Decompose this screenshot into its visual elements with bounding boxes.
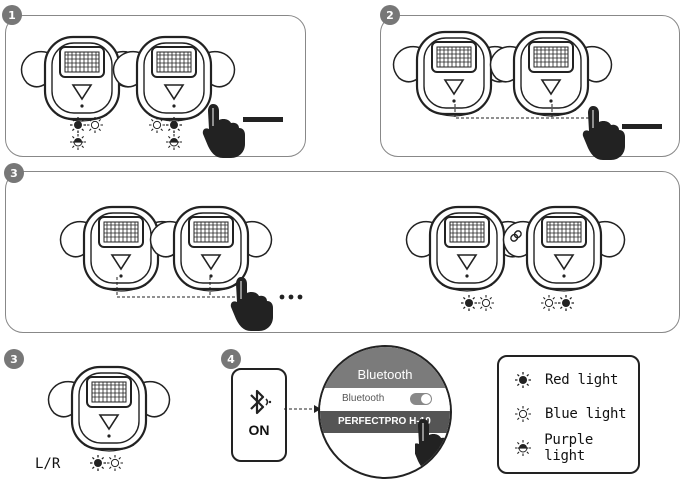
step2-badge: 2 <box>380 5 400 25</box>
bluetooth-menu-header: Bluetooth <box>320 347 450 388</box>
blue-light-icon <box>540 294 558 312</box>
ellipsis-dot <box>279 294 285 300</box>
step3b-badge: 3 <box>4 349 24 369</box>
step1-badge: 1 <box>2 5 22 25</box>
bluetooth-setting-label: Bluetooth <box>342 393 385 404</box>
blue-light-icon <box>106 454 124 472</box>
phone: ON <box>231 368 287 462</box>
right-earbud <box>149 205 273 293</box>
step2-illustration <box>392 30 662 160</box>
step4-badge: 4 <box>221 349 241 369</box>
device-list-item[interactable]: PERFECTPRO H-10 <box>320 411 450 433</box>
blue-light-icon <box>514 405 532 423</box>
light-legend: Red light Blue light Purple light <box>497 355 640 474</box>
legend-purple-label: Purple light <box>544 432 593 464</box>
purple-light-icon <box>514 439 532 457</box>
step3-illustration <box>59 205 626 332</box>
device-name: PERFECTPRO H-10 <box>338 416 431 427</box>
bluetooth-icon <box>250 389 272 415</box>
hand-press-icon <box>202 103 246 159</box>
single-earbud-illustration <box>47 365 171 472</box>
single-earbud <box>47 365 171 453</box>
hand-press-icon <box>230 276 274 332</box>
legend-blue-label: Blue light <box>545 406 627 422</box>
phone-arrow <box>284 405 321 413</box>
link-icon <box>510 230 522 242</box>
right-earbud <box>489 30 613 118</box>
red-light-icon <box>89 454 107 472</box>
long-press-bar <box>243 117 283 122</box>
right-earbud <box>502 205 626 293</box>
bluetooth-setting-row[interactable]: Bluetooth <box>320 389 450 409</box>
long-press-bar <box>622 124 662 129</box>
red-light-icon <box>514 371 532 389</box>
hand-press-icon <box>582 105 626 160</box>
red-light-icon <box>460 294 478 312</box>
red-light-icon <box>69 116 87 134</box>
ellipsis-dot <box>297 294 303 300</box>
hand-tap-icon <box>415 419 450 474</box>
legend-purple: Purple light <box>513 432 638 464</box>
legend-red: Red light <box>513 369 618 391</box>
step1-illustration <box>20 35 283 159</box>
purple-light-icon <box>69 133 87 151</box>
bluetooth-menu-zoom: Bluetooth Bluetooth PERFECTPRO H-10 <box>318 345 452 479</box>
blue-light-icon <box>477 294 495 312</box>
legend-red-label: Red light <box>545 372 619 388</box>
earbud-lr-label: L/R <box>35 456 61 472</box>
red-light-icon <box>557 294 575 312</box>
purple-light-icon <box>165 133 183 151</box>
ellipsis-dot <box>288 294 294 300</box>
step3-badge: 3 <box>4 163 24 183</box>
legend-blue: Blue light <box>513 403 627 425</box>
blue-light-icon <box>86 116 104 134</box>
bluetooth-toggle[interactable] <box>410 393 432 405</box>
phone-on-label: ON <box>248 422 270 438</box>
